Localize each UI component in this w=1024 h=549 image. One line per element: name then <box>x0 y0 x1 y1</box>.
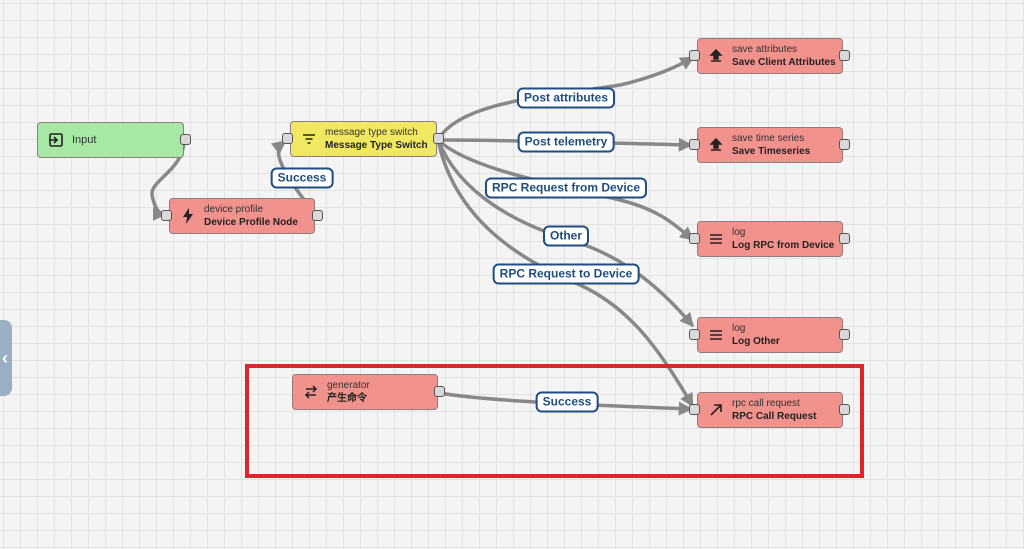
node-name: Log RPC from Device <box>732 240 835 251</box>
node-rpc-call-request[interactable]: rpc call request RPC Call Request <box>697 392 843 428</box>
edge-label-post-attributes[interactable]: Post attributes <box>516 87 616 109</box>
node-name: RPC Call Request <box>732 411 817 422</box>
output-port[interactable] <box>312 210 323 221</box>
node-save-timeseries[interactable]: save time series Save Timeseries <box>697 127 843 163</box>
arrow-up-right-icon <box>706 400 726 420</box>
node-type: save time series <box>732 133 805 144</box>
upload-icon <box>706 135 726 155</box>
output-port[interactable] <box>180 134 191 145</box>
node-type: save attributes <box>732 44 798 55</box>
input-port[interactable] <box>689 329 700 340</box>
node-input[interactable]: Input <box>37 122 184 158</box>
filter-icon <box>299 129 319 149</box>
chevron-left-icon: ‹ <box>2 348 8 368</box>
node-type: rpc call request <box>732 398 800 409</box>
output-port[interactable] <box>839 139 850 150</box>
output-port[interactable] <box>839 233 850 244</box>
node-device-profile[interactable]: device profile Device Profile Node <box>169 198 315 234</box>
input-icon <box>46 130 66 150</box>
sidebar-toggle[interactable]: ‹ <box>0 320 12 396</box>
output-port[interactable] <box>433 133 444 144</box>
input-port[interactable] <box>689 233 700 244</box>
node-name: Save Timeseries <box>732 146 811 157</box>
node-name: Log Other <box>732 336 780 347</box>
edge-label-rpc-request-to-device[interactable]: RPC Request to Device <box>492 263 640 285</box>
input-port[interactable] <box>282 133 293 144</box>
swap-icon <box>301 382 321 402</box>
edge-label-other[interactable]: Other <box>542 225 590 247</box>
node-save-attributes[interactable]: save attributes Save Client Attributes <box>697 38 843 74</box>
edge-generator-to-rpc-call <box>438 391 693 416</box>
output-port[interactable] <box>839 404 850 415</box>
highlight-box <box>245 364 864 478</box>
bolt-icon <box>178 206 198 226</box>
input-port[interactable] <box>161 210 172 221</box>
node-type: message type switch <box>325 127 418 138</box>
output-port[interactable] <box>839 50 850 61</box>
node-name: 产生命令 <box>327 393 367 404</box>
node-name: Device Profile Node <box>204 217 298 228</box>
node-name: Save Client Attributes <box>732 57 836 68</box>
node-generator[interactable]: generator 产生命令 <box>292 374 438 410</box>
node-type: generator <box>327 380 370 391</box>
edge-label-post-telemetry[interactable]: Post telemetry <box>517 131 615 153</box>
edge-input-to-device-profile <box>150 138 186 221</box>
node-log-rpc-from-device[interactable]: log Log RPC from Device <box>697 221 843 257</box>
output-port[interactable] <box>839 329 850 340</box>
edge-label-rpc-request-from-device[interactable]: RPC Request from Device <box>484 177 648 199</box>
menu-icon <box>706 325 726 345</box>
node-name: Message Type Switch <box>325 140 428 151</box>
edge-label-success[interactable]: Success <box>270 167 334 189</box>
upload-icon <box>706 46 726 66</box>
input-port[interactable] <box>689 50 700 61</box>
node-type: log <box>732 323 746 334</box>
menu-icon <box>706 229 726 249</box>
output-port[interactable] <box>434 386 445 397</box>
node-label: Input <box>72 134 97 146</box>
edge-label-success-generator[interactable]: Success <box>535 391 599 413</box>
edge-switch-to-rpc-call <box>436 138 694 408</box>
input-port[interactable] <box>689 139 700 150</box>
node-type: device profile <box>204 204 263 215</box>
node-message-type-switch[interactable]: message type switch Message Type Switch <box>290 121 437 157</box>
node-type: log <box>732 227 746 238</box>
node-log-other[interactable]: log Log Other <box>697 317 843 353</box>
input-port[interactable] <box>689 404 700 415</box>
